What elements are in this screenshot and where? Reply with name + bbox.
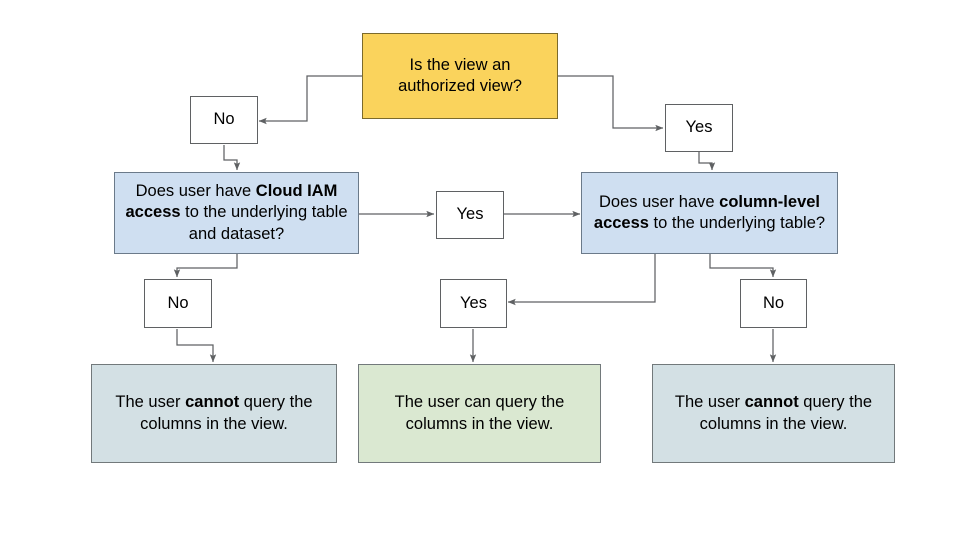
node-branch-yes-bottom[interactable]: Yes xyxy=(440,279,507,328)
iam-question-text: Does user have Cloud IAM access to the u… xyxy=(125,182,348,243)
node-column-question[interactable]: Does user have column-level access to th… xyxy=(581,172,838,254)
branch-yes-middle-label: Yes xyxy=(456,205,484,224)
node-branch-no-left[interactable]: No xyxy=(144,279,212,328)
edge-column-to-yes xyxy=(507,254,656,306)
edge-iam-to-no xyxy=(173,254,238,278)
branch-yes-top-label: Yes xyxy=(685,118,713,137)
node-branch-yes-middle[interactable]: Yes xyxy=(436,191,504,239)
node-iam-question[interactable]: Does user have Cloud IAM access to the u… xyxy=(114,172,359,254)
node-branch-no-top[interactable]: No xyxy=(190,96,258,144)
column-question-text: Does user have column-level access to th… xyxy=(593,192,826,232)
node-result-denied-left[interactable]: The user cannot query the columns in the… xyxy=(91,364,337,463)
edge-start-to-no xyxy=(258,75,362,125)
node-branch-yes-top[interactable]: Yes xyxy=(665,104,733,152)
branch-yes-bottom-label: Yes xyxy=(460,293,487,312)
edge-no-to-denied-left xyxy=(176,329,217,363)
branch-no-top-label: No xyxy=(213,110,235,129)
edge-column-to-no xyxy=(709,254,777,278)
result-denied-right-text: The user cannot query the columns in the… xyxy=(674,393,873,433)
edge-no-to-iam xyxy=(223,145,241,171)
branch-no-right-label: No xyxy=(762,293,785,312)
result-allowed-text: The user can query the columns in the vi… xyxy=(394,393,565,433)
edge-yes-to-column xyxy=(698,152,716,171)
node-branch-no-right[interactable]: No xyxy=(740,279,807,328)
branch-no-left-label: No xyxy=(167,293,189,312)
node-result-denied-right[interactable]: The user cannot query the columns in the… xyxy=(652,364,895,463)
result-denied-left-text: The user cannot query the columns in the… xyxy=(115,393,313,433)
node-result-allowed[interactable]: The user can query the columns in the vi… xyxy=(358,364,601,463)
edge-start-to-yes xyxy=(558,75,664,132)
